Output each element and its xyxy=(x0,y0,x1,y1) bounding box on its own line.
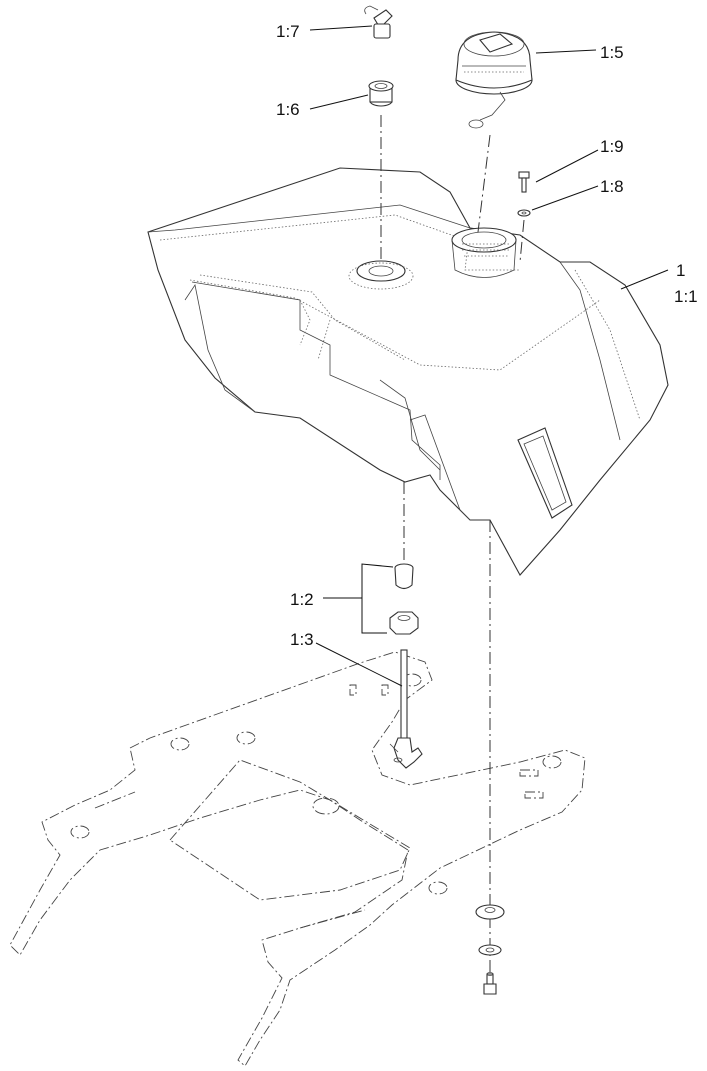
bolt-part xyxy=(518,171,530,193)
nut-part xyxy=(389,611,419,635)
frame-hole xyxy=(428,881,448,895)
callout-1-3: 1:3 xyxy=(290,630,314,649)
callout-1-6: 1:6 xyxy=(276,100,300,119)
tank-port xyxy=(356,260,406,282)
frame-hole xyxy=(236,731,256,745)
assembly-centerlines xyxy=(380,115,525,985)
frame-slot xyxy=(524,791,544,799)
mounting-frame xyxy=(9,651,586,1067)
leader-lines xyxy=(309,25,669,687)
callout-1-7: 1:7 xyxy=(276,22,300,41)
washer-part xyxy=(517,209,531,217)
callout-1-9: 1:9 xyxy=(600,137,624,156)
callout-labels: 1:7 1:5 1:6 1:9 1:8 1 1:1 1:2 1:3 xyxy=(276,22,698,649)
frame-hole xyxy=(70,825,90,839)
lower-washer-part xyxy=(478,944,502,956)
lower-bolt-part xyxy=(483,972,497,995)
frame-slot xyxy=(519,769,539,777)
frame-slot xyxy=(381,684,389,696)
callout-1-2: 1:2 xyxy=(290,590,314,609)
bushing-part xyxy=(394,563,414,590)
grommet-part xyxy=(368,80,394,107)
fuel-cap-part xyxy=(455,31,533,129)
frame-hole xyxy=(170,737,190,751)
callout-1: 1 xyxy=(676,261,685,280)
frame-hole xyxy=(542,755,562,769)
vent-fitting-part xyxy=(364,5,393,39)
pickup-tube-part xyxy=(389,649,423,769)
frame-slot xyxy=(349,684,357,696)
frame-slot xyxy=(312,797,340,815)
lower-grommet-part xyxy=(475,904,505,920)
callout-1-1: 1:1 xyxy=(674,287,698,306)
fuel-tank xyxy=(147,167,669,576)
callout-1-8: 1:8 xyxy=(600,177,624,196)
callout-1-5: 1:5 xyxy=(600,43,624,62)
